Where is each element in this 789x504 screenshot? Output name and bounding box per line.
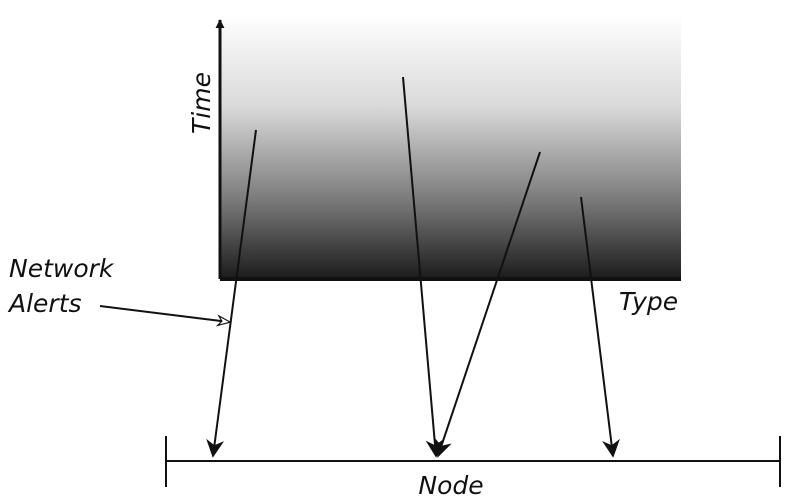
alert-arrow-1 — [206, 129, 257, 458]
network-alerts-label-line2: Alerts — [7, 289, 82, 318]
alert-arrow-4 — [580, 196, 620, 458]
node-label: Node — [418, 471, 483, 500]
time-type-plane — [220, 14, 681, 280]
alert-arrow-3 — [434, 151, 541, 458]
network-alerts-pointer-arrow — [99, 305, 229, 322]
type-axis-label: Type — [619, 287, 678, 316]
network-alerts-label-line1: Network — [9, 254, 115, 283]
time-axis-label: Time — [187, 72, 216, 134]
alert-arrow-2 — [402, 76, 444, 458]
